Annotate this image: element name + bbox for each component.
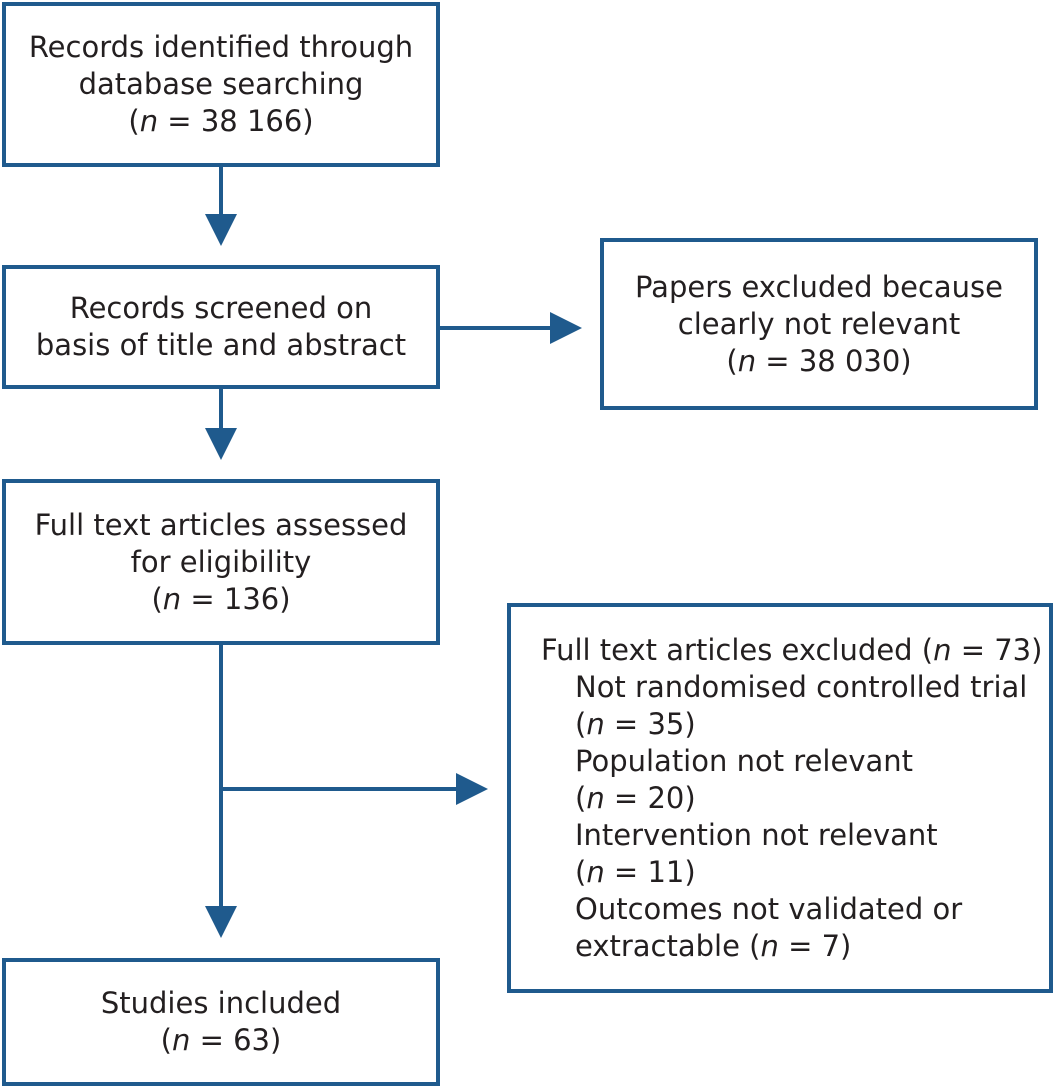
identified-count: (n = 38 166) bbox=[128, 104, 314, 138]
included-count: (n = 63) bbox=[160, 1023, 282, 1057]
reason-not-rct: Not randomised controlled trial bbox=[575, 669, 1028, 704]
fulltext-count: (n = 136) bbox=[151, 581, 291, 616]
excluded-title-line-2: clearly not relevant bbox=[677, 306, 961, 341]
fulltext-line-1: Full text articles assessed bbox=[34, 507, 408, 542]
box-full-text-assessed: Full text articles assessed for eligibil… bbox=[2, 479, 440, 645]
reason-outcomes-count: extractable (n = 7) bbox=[575, 928, 852, 963]
included-line-1: Studies included bbox=[100, 986, 342, 1020]
excluded-title-count: (n = 38 030) bbox=[726, 343, 912, 378]
box-studies-included: Studies included (n = 63) bbox=[2, 958, 440, 1086]
reason-outcomes: Outcomes not validated or bbox=[575, 891, 963, 926]
fulltext-line-2: for eligibility bbox=[130, 544, 312, 579]
screened-line-1: Records screened on bbox=[69, 291, 373, 325]
box-records-screened: Records screened on basis of title and a… bbox=[2, 265, 440, 389]
excluded-title-line-1: Papers excluded because bbox=[635, 269, 1003, 304]
reason-not-rct-count: (n = 35) bbox=[575, 706, 696, 741]
excluded-full-header: Full text articles excluded (n = 73) bbox=[541, 632, 1043, 667]
identified-line-2: database searching bbox=[78, 67, 364, 101]
screened-line-2: basis of title and abstract bbox=[35, 328, 407, 362]
reason-population-count: (n = 20) bbox=[575, 780, 696, 815]
box-full-text-excluded: Full text articles excluded (n = 73) Not… bbox=[507, 603, 1053, 993]
reason-intervention-count: (n = 11) bbox=[575, 854, 696, 889]
reason-intervention: Intervention not relevant bbox=[575, 817, 938, 852]
box-records-identified: Records identified through database sear… bbox=[2, 2, 440, 167]
box-papers-excluded: Papers excluded because clearly not rele… bbox=[600, 238, 1038, 410]
identified-line-1: Records identified through bbox=[28, 30, 414, 64]
reason-population: Population not relevant bbox=[575, 743, 914, 778]
